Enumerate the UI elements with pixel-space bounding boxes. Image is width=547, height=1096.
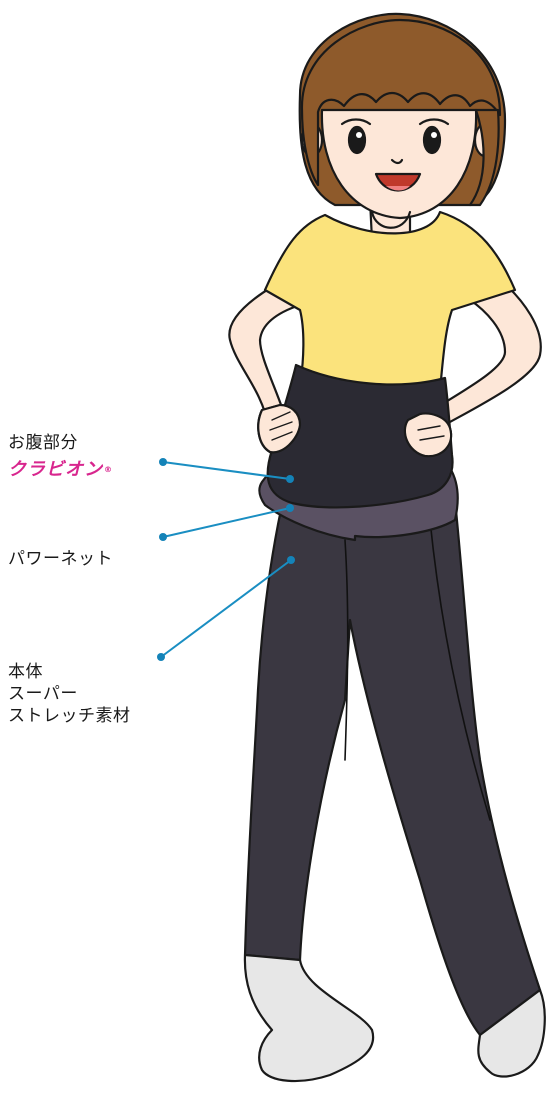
- eye-right: [422, 125, 442, 155]
- label-belly-title: お腹部分: [8, 433, 78, 453]
- leader-powernet-end-dot: [286, 504, 294, 512]
- leader-belly-line: [162, 461, 291, 480]
- brand-logo-clavion: クラビオン®: [8, 459, 113, 481]
- registered-mark: ®: [104, 465, 113, 474]
- leader-powernet-line: [162, 507, 291, 538]
- sock-left: [243, 953, 375, 1083]
- label-body-line-2: スーパー: [8, 684, 78, 704]
- eye-left: [347, 125, 367, 155]
- leader-belly-end-dot: [286, 475, 294, 483]
- brand-name: クラビオン: [8, 459, 103, 480]
- hair-bangs: [300, 18, 502, 187]
- leader-body-end-dot: [287, 556, 295, 564]
- pants: [243, 498, 542, 1037]
- sock-right: [477, 988, 546, 1078]
- label-body-line-3: ストレッチ素材: [8, 706, 131, 726]
- label-body-material: 本体 スーパー ストレッチ素材: [8, 661, 131, 727]
- label-body-line-1: 本体: [8, 662, 43, 682]
- leader-body-start-dot: [157, 653, 165, 661]
- leader-lines: [157, 458, 295, 661]
- hair-side-right: [468, 108, 500, 207]
- leader-body-line: [160, 559, 292, 658]
- leader-belly-start-dot: [159, 458, 167, 466]
- nose: [390, 158, 404, 165]
- shirt: [263, 210, 517, 392]
- label-powernet: パワーネット: [8, 549, 113, 569]
- leader-powernet-start-dot: [159, 533, 167, 541]
